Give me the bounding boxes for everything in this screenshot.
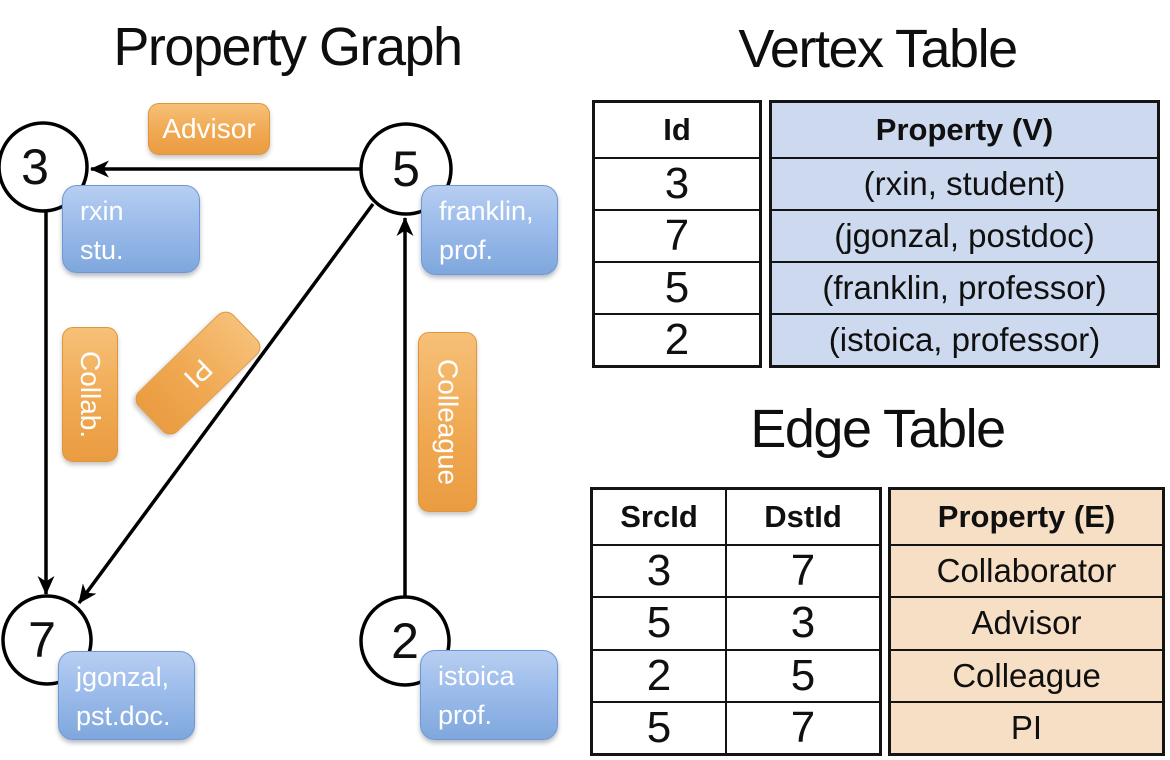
edge-property-cell: PI [891,700,1162,753]
edge-label-colleague: Colleague [418,332,477,512]
vertex-table: Id 3 7 5 2 Property (V) (rxin, student) … [592,100,1160,368]
edge-srcid-cell: 3 [593,544,725,596]
node-5-property-box: franklin, prof. [421,185,558,275]
vertex-table-id-column: Id 3 7 5 2 [592,100,762,368]
vertex-table-title: Vertex Table [738,19,1018,79]
edge-label-collab: Collab. [62,327,118,462]
node-3-property-line2: stu. [80,235,124,265]
node-5-property-line2: prof. [439,235,494,265]
vertex-table-property-column: Property (V) (rxin, student) (jgonzal, p… [769,100,1160,368]
edge-srcid-header: SrcId [620,499,698,534]
node-2-property-line1: istoica [438,661,515,691]
node-5-label: 5 [392,141,420,197]
edge-dstid-cell: 7 [725,544,879,597]
edge-table: SrcId DstId 3 7 5 3 2 5 5 7 Property (E)… [590,487,1165,756]
edge-table-id-columns: SrcId DstId 3 7 5 3 2 5 5 7 [590,487,882,756]
node-3-property-line1: rxin [80,196,124,226]
edge-dstid-header: DstId [725,490,879,544]
edge-property-cell: Collaborator [891,544,1162,597]
vertex-property-cell: (rxin, student) [772,157,1157,209]
node-5-property-line1: franklin, [439,196,534,226]
vertex-id-cell: 3 [595,157,759,209]
edge-property-cell: Colleague [891,648,1162,701]
node-7-property-line2: pst.doc. [76,701,171,731]
edge-property-cell: Advisor [891,596,1162,649]
vertex-id-header: Id [663,112,691,147]
edge-srcid-cell: 2 [593,648,725,701]
edge-table-title: Edge Table [750,399,1006,459]
vertex-property-cell: (jgonzal, postdoc) [772,209,1157,261]
edge-label-advisor: Advisor [148,103,270,155]
vertex-id-cell: 5 [595,261,759,313]
vertex-id-cell: 7 [595,209,759,261]
edge-srcid-cell: 5 [593,700,725,753]
edge-table-property-column: Property (E) Collaborator Advisor Collea… [888,487,1165,756]
edge-dstid-cell: 7 [725,700,879,753]
property-graph-title: Property Graph [113,17,463,77]
edge-srcid-cell: 5 [593,596,725,648]
vertex-property-header: Property (V) [772,103,1157,157]
node-2-label: 2 [391,613,419,669]
vertex-id-cell: 2 [595,313,759,365]
node-7-property-box: jgonzal, pst.doc. [58,651,195,740]
vertex-property-cell: (franklin, professor) [772,261,1157,313]
edge-pi-line-5-to-7 [77,202,375,605]
node-3-label: 3 [21,139,49,195]
node-3-property-box: rxin stu. [62,185,200,273]
vertex-property-cell: (istoica, professor) [772,313,1157,365]
edge-dstid-cell: 3 [725,596,879,649]
edge-dstid-cell: 5 [725,648,879,701]
node-2-property-box: istoica prof. [420,650,558,740]
edge-property-header: Property (E) [891,490,1162,544]
node-7-label: 7 [28,612,56,668]
node-2-property-line2: prof. [438,700,493,730]
node-7-property-line1: jgonzal, [76,662,170,692]
